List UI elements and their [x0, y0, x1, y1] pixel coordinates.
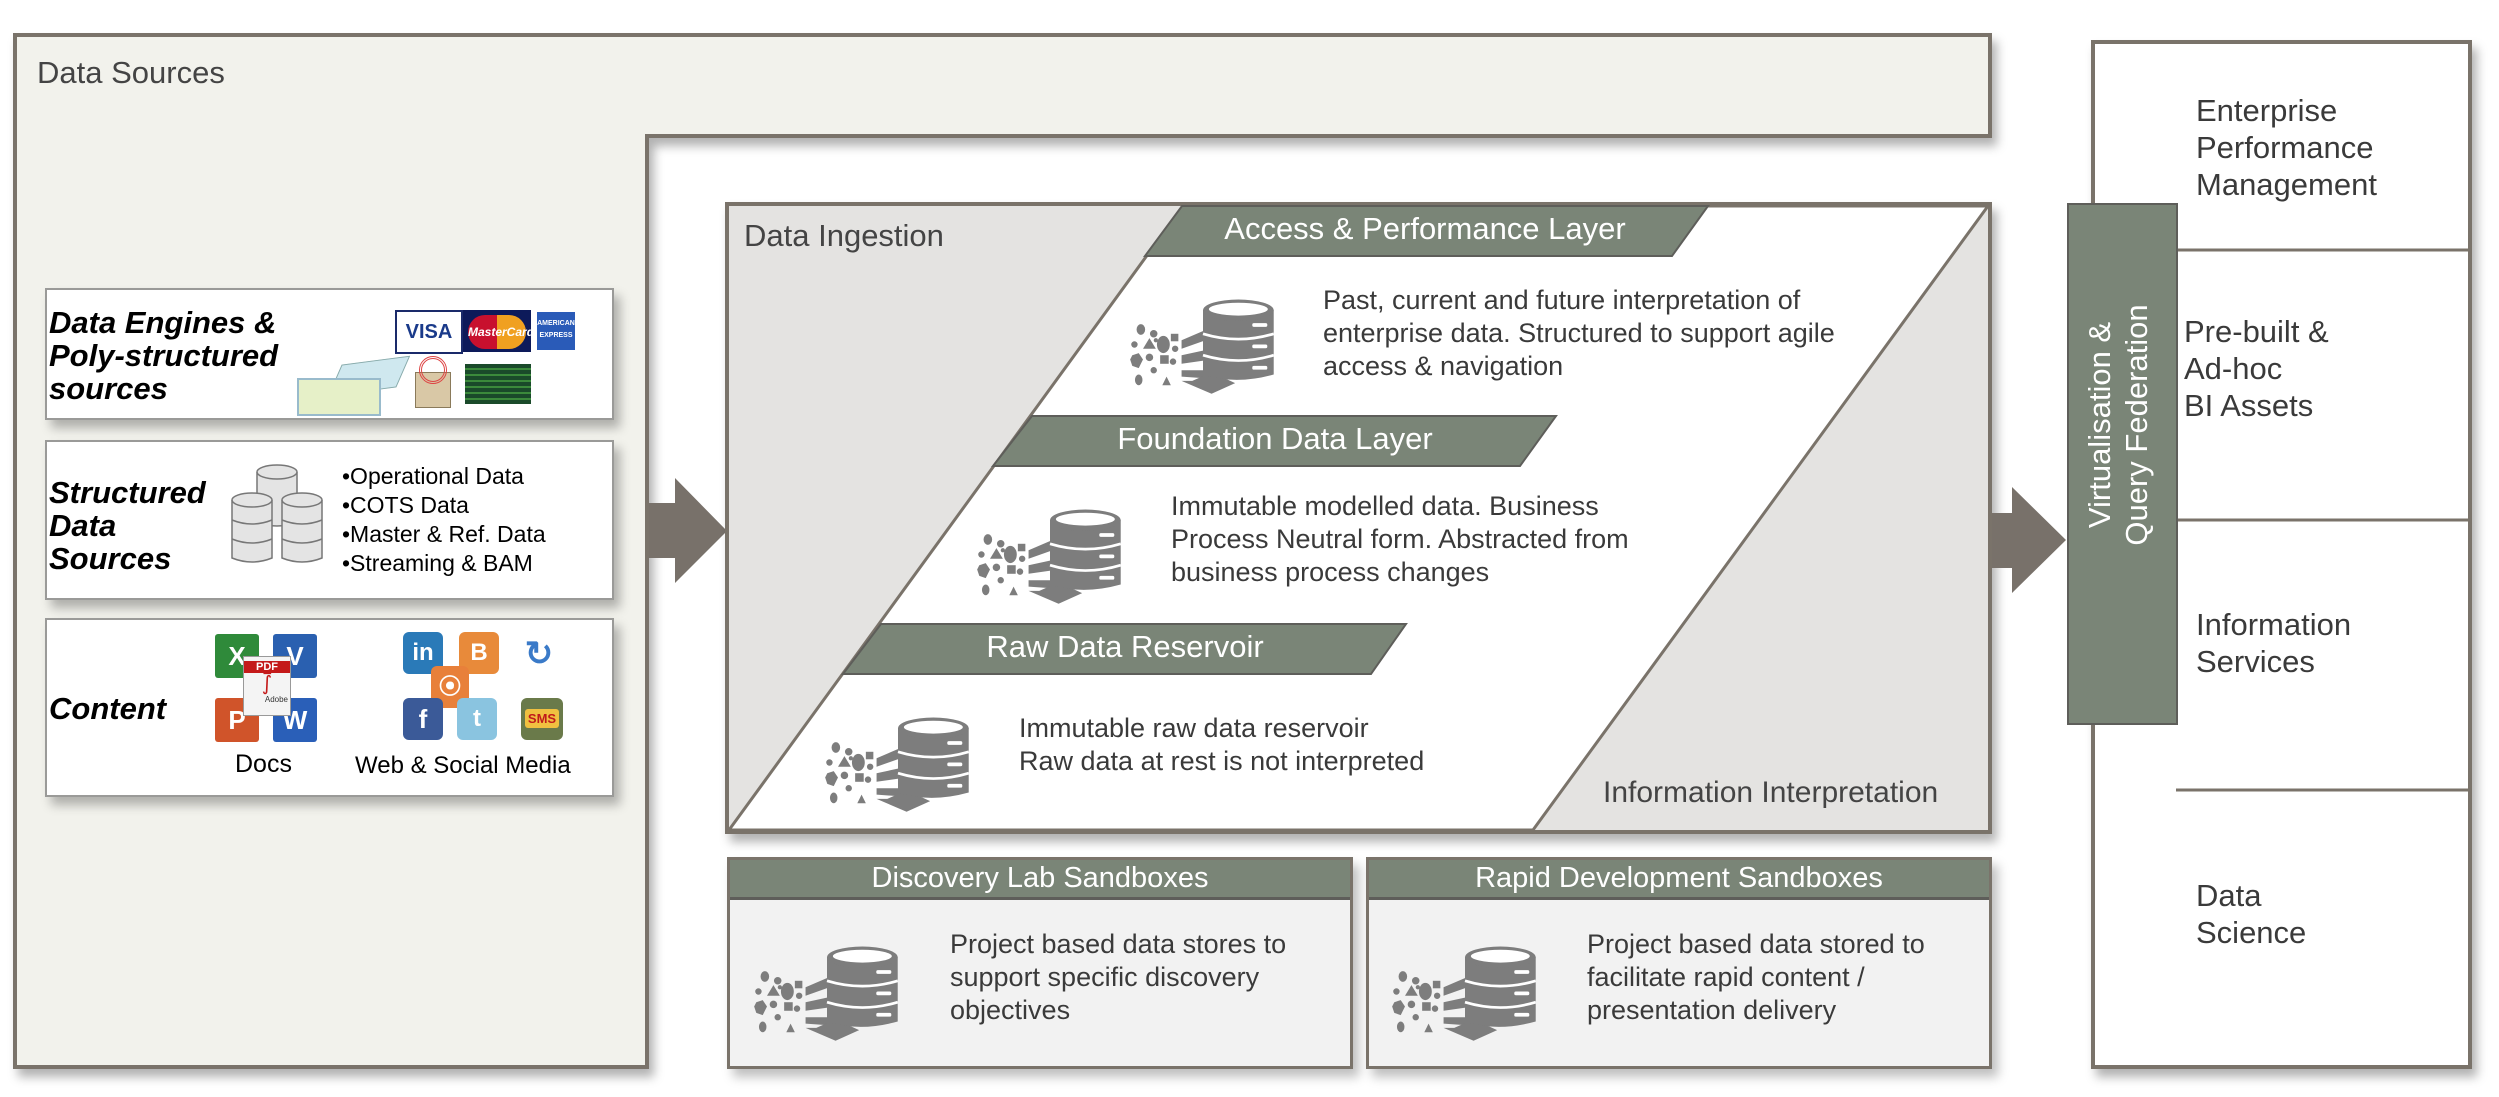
layer-foundation-description: Immutable modelled data. Business Proces…	[1171, 491, 1629, 587]
consumer-information-services: Information Services	[2196, 607, 2352, 679]
sandbox-rapid-development: Rapid Development Sandboxes Project base…	[1366, 857, 1992, 1069]
document-form-icon	[297, 378, 381, 416]
arrow-to-ingestion	[649, 478, 727, 583]
card-structured-data: Structured Data Sources •Operational Dat…	[45, 440, 614, 600]
band-foundation	[990, 415, 1558, 467]
data-ingestion-label: Data Ingestion	[744, 218, 944, 253]
band-access	[1143, 205, 1710, 257]
mastercard-icon: MasterCard	[463, 310, 534, 352]
information-interpretation-label: Information Interpretation	[1603, 776, 1939, 809]
consumer-data-science: Data Science	[2196, 878, 2307, 950]
card-content: Content X V P W PDF ⨛ Adobe Docs in B ⦿ …	[45, 618, 614, 797]
sandbox-rapid-description: Project based data stored to facilitate …	[1587, 929, 1925, 1025]
sandbox-discovery-title: Discovery Lab Sandboxes	[730, 860, 1350, 900]
sandbox-rapid-title: Rapid Development Sandboxes	[1369, 860, 1989, 900]
card-title: Content	[49, 691, 167, 726]
data-sources-title: Data Sources	[37, 55, 225, 90]
sandbox-discovery-description: Project based data stores to support spe…	[950, 929, 1287, 1025]
spreadsheet-icon	[465, 364, 531, 404]
docs-label: Docs	[235, 750, 292, 778]
virtualisation-label: Virtualisation & Query Federation	[2082, 304, 2154, 546]
email-sync-icon: ↻	[524, 635, 554, 673]
amex-card-icon: AMERICAN EXPRESS	[537, 312, 575, 350]
band-raw	[840, 623, 1408, 675]
blogger-icon: B	[459, 632, 499, 674]
layer-foundation-title: Foundation Data Layer	[1117, 421, 1433, 456]
facebook-icon: f	[403, 698, 443, 740]
sensor-signal-icon	[419, 356, 447, 384]
visa-card-icon: VISA	[395, 310, 463, 354]
arrow-to-virtualisation	[1992, 487, 2066, 593]
consumer-enterprise-performance: Enterprise Performance Management	[2196, 93, 2377, 202]
pdf-icon: PDF ⨛ Adobe	[243, 656, 291, 716]
layer-access-description: Past, current and future interpretation …	[1323, 285, 1835, 381]
layer-raw-description: Immutable raw data reservoir Raw data at…	[1019, 713, 1425, 776]
database-stack-icon	[231, 464, 323, 563]
layer-raw-title: Raw Data Reservoir	[986, 629, 1264, 664]
twitter-icon: t	[457, 698, 497, 740]
sandbox-discovery: Discovery Lab Sandboxes Project based da…	[727, 857, 1353, 1069]
card-title: Structured Data Sources	[49, 475, 206, 576]
sms-icon: SMS	[521, 698, 563, 740]
card-data-engines: Data Engines & Poly-structured sources V…	[45, 288, 614, 420]
virtualisation-bar: Virtualisation & Query Federation	[2067, 203, 2178, 725]
layer-access-title: Access & Performance Layer	[1224, 211, 1626, 246]
consumer-bi-assets: Pre-built & Ad-hoc BI Assets	[2184, 314, 2329, 423]
structured-bullets: •Operational Data •COTS Data •Master & R…	[342, 463, 546, 576]
web-social-label: Web & Social Media	[355, 752, 571, 779]
card-title: Data Engines & Poly-structured sources	[49, 305, 279, 406]
